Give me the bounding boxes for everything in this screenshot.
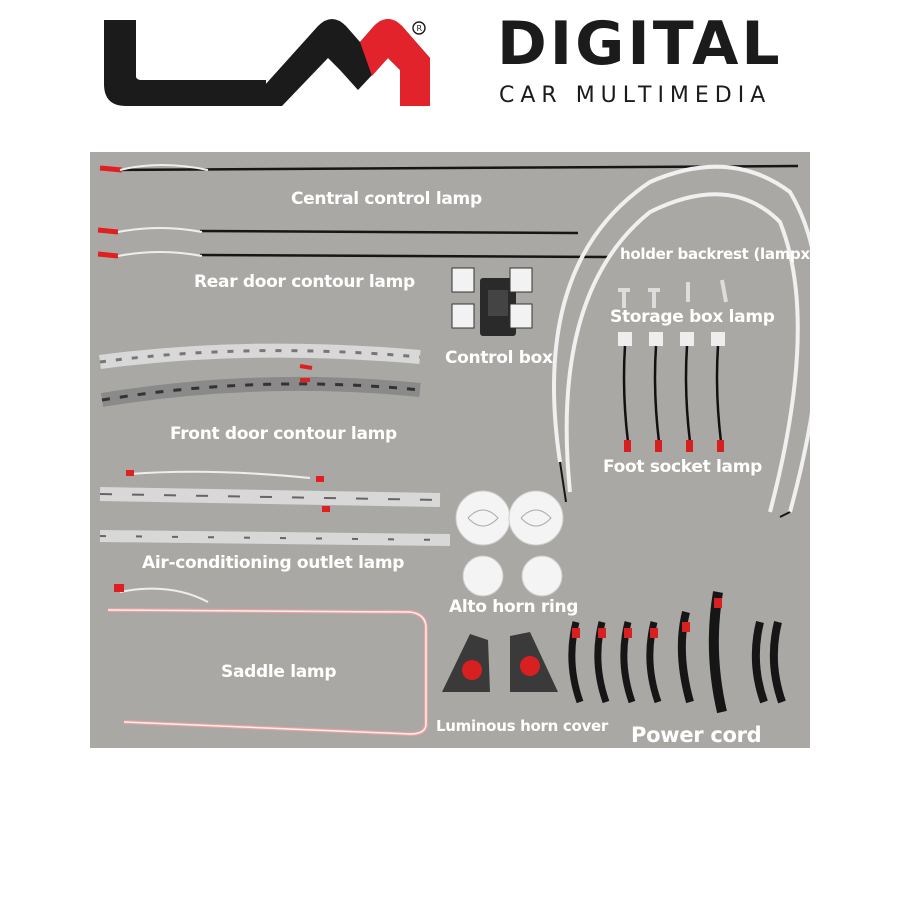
storage-box-lamps xyxy=(618,279,728,308)
power-cords xyxy=(568,591,786,714)
product-photo: Central control lamp Rear door contour l… xyxy=(90,152,810,748)
label-front-door-contour-lamp: Front door contour lamp xyxy=(170,424,397,444)
label-foot-socket-lamp: Foot socket lamp xyxy=(603,457,763,477)
brand-title: DIGITAL xyxy=(497,9,783,79)
lm-logo-icon: R xyxy=(104,19,430,106)
label-control-box: Control box xyxy=(445,348,553,368)
holder-backrest-arches xyxy=(552,164,810,518)
product-illustration xyxy=(97,164,810,737)
label-saddle-lamp: Saddle lamp xyxy=(221,662,337,682)
saddle-lamp xyxy=(107,584,428,737)
alto-horn-rings xyxy=(455,490,564,597)
air-conditioning-outlet-lamps xyxy=(99,470,451,546)
label-alto-horn-ring: Alto horn ring xyxy=(449,597,579,617)
brand-subtitle: CAR MULTIMEDIA xyxy=(499,83,772,108)
label-rear-door-contour-lamp: Rear door contour lamp xyxy=(194,272,415,292)
central-control-lamp-strip xyxy=(99,164,799,173)
label-air-conditioning-outlet-lamp: Air-conditioning outlet lamp xyxy=(142,553,405,573)
rear-door-contour-lamp-strips xyxy=(97,227,609,259)
label-storage-box-lamp: Storage box lamp xyxy=(610,307,775,327)
foot-socket-lamps xyxy=(618,332,725,452)
control-box xyxy=(451,267,533,336)
front-door-contour-lamps xyxy=(99,343,421,407)
svg-text:R: R xyxy=(417,24,423,33)
label-central-control-lamp: Central control lamp xyxy=(291,189,482,209)
label-luminous-horn-cover: Luminous horn cover xyxy=(436,717,608,735)
label-holder-backrest: holder backrest (lampx4) xyxy=(620,245,810,263)
label-power-cord: Power cord xyxy=(631,723,762,747)
luminous-horn-covers xyxy=(442,632,558,692)
brand-header: R DIGITAL CAR MULTIMEDIA xyxy=(0,0,900,130)
